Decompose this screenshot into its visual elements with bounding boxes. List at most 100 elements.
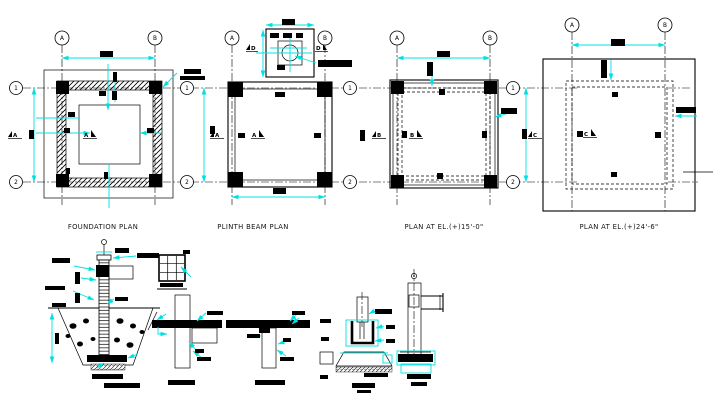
svg-text:A: A (60, 36, 64, 42)
foundation-section-detail (45, 239, 160, 388)
section-marker-a-left: A (210, 131, 224, 139)
text-blobs (577, 39, 696, 177)
section-label: D (251, 46, 256, 52)
section-marker-b-left: B (372, 131, 386, 139)
section-marker-d-right: D (315, 44, 328, 52)
section-marker-c-left: C (528, 131, 542, 139)
text-blobs (195, 311, 223, 361)
boulder-fill (65, 318, 145, 348)
svg-text:1: 1 (348, 86, 352, 92)
dimension-lines (396, 55, 529, 183)
svg-text:1: 1 (185, 86, 189, 92)
pcc-strip (335, 366, 393, 373)
footing-detail (319, 292, 395, 393)
section-label: A (252, 133, 257, 139)
detail-title-blob (160, 283, 183, 287)
plan-el-24: C PLAN AT EL.(+)24'-6" (542, 39, 713, 231)
grid-bubble: B (317, 30, 333, 46)
grid-bubble: B (482, 30, 498, 46)
column-section-detail (157, 250, 192, 290)
svg-text:B: B (153, 36, 157, 42)
detail-title-blob (357, 390, 371, 393)
svg-text:2: 2 (185, 180, 189, 186)
anchor-pocket (350, 321, 375, 345)
text-blobs (45, 248, 159, 344)
bracket-arm (421, 293, 444, 312)
dimension-lines (201, 87, 326, 200)
detail-title-blob (411, 382, 427, 386)
detail-title-blob (92, 374, 123, 379)
section-label: C (584, 132, 588, 138)
text-blobs (320, 309, 395, 379)
grid-bubble: 2 (180, 175, 194, 189)
grid-bubble: A (564, 17, 580, 33)
corner-columns (228, 82, 332, 187)
section-label: B (410, 133, 414, 139)
section-label: C (533, 133, 537, 139)
column-head-detail: D D (246, 19, 352, 78)
section-marker-d-left: D (246, 44, 258, 52)
grid-bubble: B (147, 30, 163, 46)
detail-title-blob (255, 380, 285, 385)
text-blobs (402, 51, 527, 179)
detail-title-blob (407, 374, 431, 379)
grid-bubble: 2 (343, 175, 357, 189)
svg-text:A: A (395, 36, 399, 42)
dimension-lines (31, 55, 178, 208)
svg-text:B: B (323, 36, 327, 42)
svg-text:A: A (230, 36, 234, 42)
section-label: B (377, 133, 381, 139)
detail-title-blob (352, 383, 375, 388)
section-marker-a-inner: A (83, 130, 97, 139)
plan-title: FOUNDATION PLAN (68, 223, 138, 231)
plan-title: PLAN AT EL.(+)24'-6" (579, 223, 658, 231)
leader-lines (368, 308, 385, 343)
beam-junction-detail-1 (147, 294, 223, 385)
grid-bubble: A (389, 30, 405, 46)
text-blobs (247, 311, 305, 361)
beam-junction-detail-2 (226, 311, 310, 385)
plan-title: PLINTH BEAM PLAN (217, 223, 288, 231)
grid-bubble: A (54, 30, 70, 46)
plan-el-15: B B C PLAN AT EL.(+)15'-0" (372, 51, 542, 231)
foundation-plan: A A FOUNDATION PLAN (8, 51, 205, 231)
svg-text:2: 2 (348, 180, 352, 186)
detail-title-blob (168, 380, 195, 385)
grid-bubble: 1 (506, 81, 520, 95)
base-slab (398, 354, 433, 362)
grid-bubble: 2 (506, 175, 520, 189)
section-marker-c-inner: C (583, 129, 597, 138)
grid-bubble: 2 (9, 175, 23, 189)
detail-title-blob (104, 383, 140, 388)
grid-bubble: 1 (9, 81, 23, 95)
beam (152, 320, 222, 328)
leader-lines (156, 312, 207, 359)
section-marker-b-inner: B (409, 130, 423, 139)
section-marker-a-left: A (8, 131, 22, 139)
foundation-hatch-ring (57, 81, 162, 187)
grid-bubbles: A B 1 1 2 2 A B 1 2 A B 1 2 A B (9, 17, 673, 189)
svg-text:2: 2 (14, 180, 18, 186)
footing-slab (87, 355, 127, 362)
section-marker-a-inner: A (251, 130, 265, 139)
corner-columns (56, 81, 162, 187)
plinth-beam-plan: D D A A PLINTH BEAM PLAN (201, 19, 365, 231)
text-blobs (29, 51, 205, 179)
svg-text:A: A (570, 23, 574, 29)
grid-bubble: 1 (180, 81, 194, 95)
corner-columns (391, 81, 497, 188)
column-elevation-detail (396, 269, 444, 386)
text-blobs (210, 92, 365, 194)
section-label: A (84, 133, 89, 139)
section-label: A (13, 133, 18, 139)
plan-title: PLAN AT EL.(+)15'-0" (404, 223, 483, 231)
grid-bubble: 1 (343, 81, 357, 95)
leader-lines (72, 255, 139, 369)
section-label: D (316, 46, 321, 52)
grid-bubble: A (224, 30, 240, 46)
svg-text:B: B (488, 36, 492, 42)
svg-text:2: 2 (511, 180, 515, 186)
svg-text:1: 1 (14, 86, 18, 92)
